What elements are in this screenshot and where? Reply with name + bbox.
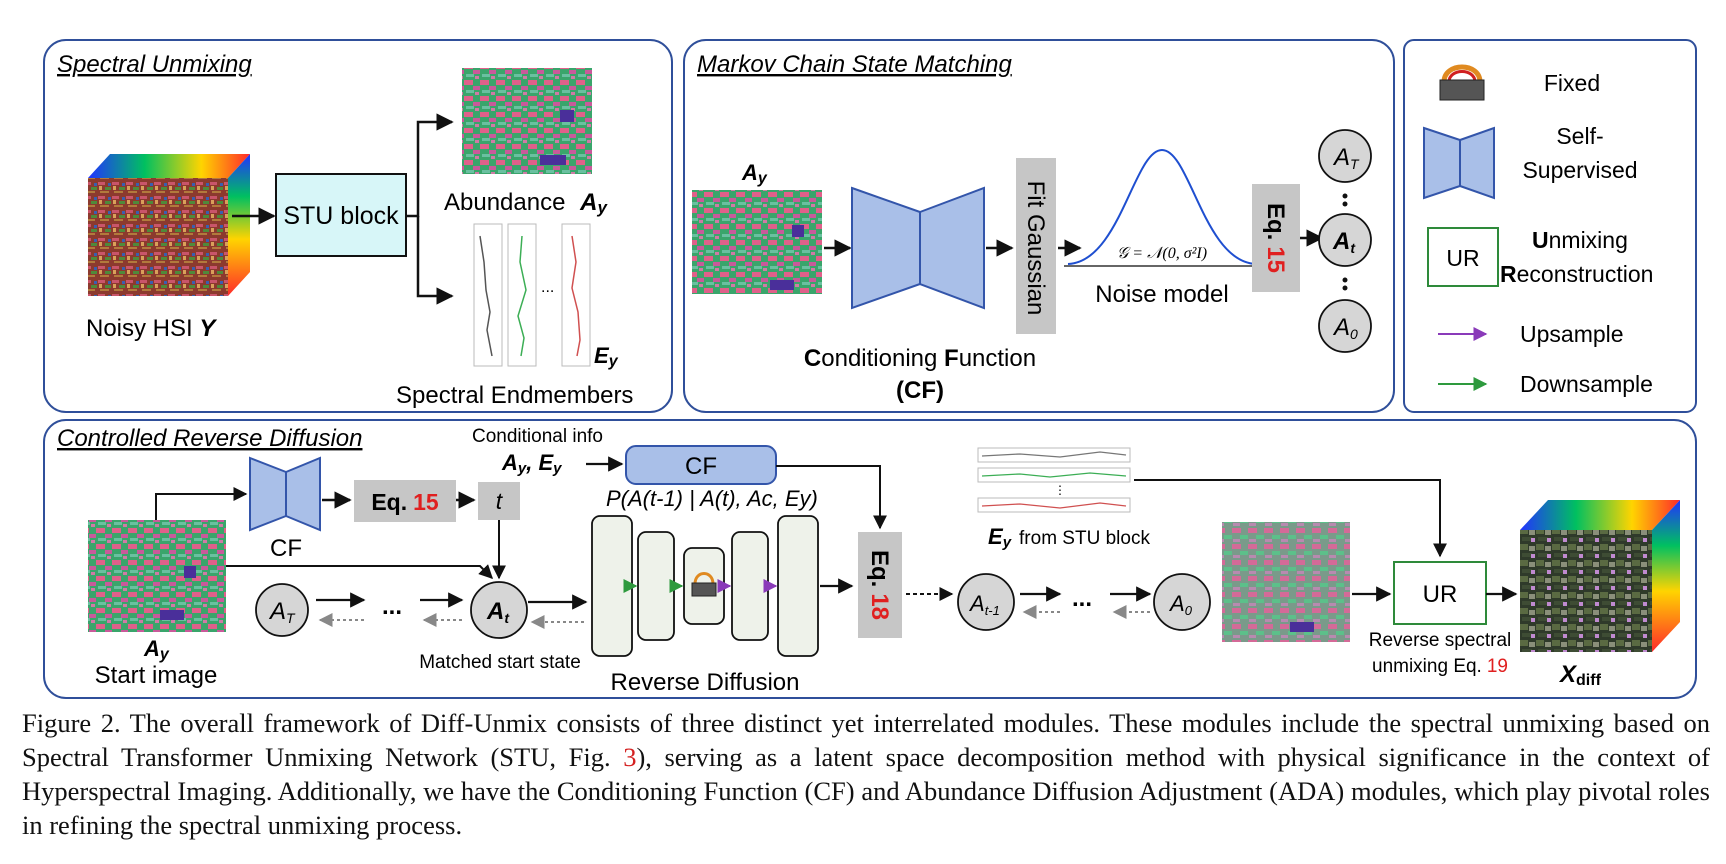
legend-self-2: Supervised bbox=[1522, 157, 1637, 183]
start-image-label: Start image bbox=[95, 662, 218, 689]
caption-figure-ref[interactable]: 3 bbox=[623, 742, 637, 772]
legend-ur-label: UR bbox=[1446, 245, 1479, 271]
crd-state-a-0-label: A0 bbox=[1168, 591, 1193, 618]
cf-title: Conditioning Function bbox=[804, 345, 1036, 372]
refined-abundance-map bbox=[1222, 522, 1350, 642]
spectral-unmixing-title: Spectral Unmixing bbox=[57, 51, 252, 78]
svg-text:Eq.18: Eq.18 bbox=[866, 550, 893, 620]
state-a-T-label: AT bbox=[1332, 144, 1360, 172]
unet-lock-icon bbox=[691, 572, 717, 597]
eq15-box-top bbox=[1252, 184, 1300, 292]
reverse-title: Controlled Reverse Diffusion bbox=[57, 425, 362, 452]
figure-caption: Figure 2. The overall framework of Diff-… bbox=[22, 706, 1710, 842]
cf-box-label: CF bbox=[685, 453, 717, 480]
mc-ay-label: Ay bbox=[741, 160, 768, 187]
endmember-dots: ... bbox=[541, 279, 554, 296]
eq15-label-top: Eq.15 bbox=[1262, 203, 1289, 273]
noise-model-label: Noise model bbox=[1095, 281, 1228, 308]
state-a-t-label: At bbox=[1332, 228, 1356, 256]
state-a-0-label: A0 bbox=[1332, 314, 1358, 342]
markov-panel bbox=[683, 39, 1395, 413]
caption-part-2: ), serving as a latent space decompositi… bbox=[22, 742, 1710, 840]
crd-state-a-T-label: AT bbox=[268, 598, 296, 626]
reverse-unmixing-label-1: Reverse spectral bbox=[1369, 630, 1512, 651]
fit-gaussian-box bbox=[1016, 158, 1056, 334]
ur-box-label: UR bbox=[1423, 581, 1458, 608]
legend-self-1: Self- bbox=[1556, 123, 1603, 149]
conditional-info-label: Conditional info bbox=[472, 426, 603, 447]
crd-chain-dots-1: ... bbox=[382, 593, 402, 620]
crd-chain-dots-2: ... bbox=[1072, 585, 1092, 612]
reverse-panel bbox=[43, 419, 1697, 699]
legend-fixed: Fixed bbox=[1544, 70, 1600, 96]
reverse-diffusion-unet bbox=[591, 515, 819, 657]
state-a-0 bbox=[1318, 299, 1372, 353]
stu-block-label: STU block bbox=[283, 202, 399, 230]
self-supervised-icon bbox=[1423, 126, 1461, 200]
legend-upsample: Upsample bbox=[1520, 321, 1624, 347]
fit-gaussian-label: Fit Gaussian bbox=[1022, 181, 1049, 316]
legend-downsample: Downsample bbox=[1520, 371, 1653, 397]
legend-ur-line1: Unmixing bbox=[1532, 227, 1628, 253]
spectral-endmembers-label: Spectral Endmembers bbox=[396, 382, 633, 409]
stu-block[interactable] bbox=[275, 173, 407, 257]
noise-formula: 𝒢 = 𝒩(0, σ²I) bbox=[1117, 245, 1207, 262]
ey-label: Ey bbox=[594, 343, 619, 370]
noisy-hsi-label: Noisy HSI Y bbox=[86, 315, 217, 342]
abundance-label: Abundance Ay bbox=[444, 189, 608, 217]
crd-state-a-t bbox=[470, 581, 528, 639]
crd-state-a-t-label: At bbox=[486, 598, 510, 626]
eq15-box-bottom bbox=[354, 480, 456, 522]
eq18-label: Eq.18 bbox=[866, 550, 893, 620]
legend-ur-line2: Reconstruction bbox=[1500, 261, 1653, 287]
framework-figure: Spectral Unmixing Noisy HSI Y STU block … bbox=[43, 39, 1697, 699]
start-ay-label: Ay bbox=[143, 636, 170, 663]
ur-box[interactable] bbox=[1393, 561, 1487, 625]
cf-network-icon bbox=[851, 186, 921, 310]
mc-abundance-map bbox=[692, 190, 822, 294]
crd-endmember-strips bbox=[977, 447, 1131, 513]
small-cf-icon bbox=[249, 456, 287, 532]
eq18-box bbox=[858, 532, 902, 638]
cf-abbr: (CF) bbox=[896, 377, 944, 404]
gaussian-curve bbox=[1067, 148, 1257, 265]
state-a-t bbox=[1318, 213, 1372, 267]
legend-panel bbox=[1403, 39, 1697, 413]
eq15-label-bottom: Eq.15 bbox=[371, 489, 439, 515]
reverse-diffusion-label: Reverse Diffusion bbox=[611, 669, 800, 696]
endmember-plots bbox=[473, 223, 591, 367]
t-box bbox=[478, 482, 520, 520]
xdiff-label: Xdiff bbox=[1558, 661, 1602, 689]
state-a-T bbox=[1318, 129, 1372, 183]
small-cf-label: CF bbox=[270, 535, 302, 562]
legend-ur-box bbox=[1427, 227, 1499, 287]
caption-part-1: Figure 2. The overall framework of Diff-… bbox=[22, 708, 1710, 772]
output-hsi-cube bbox=[1520, 500, 1680, 652]
markov-title: Markov Chain State Matching bbox=[697, 51, 1012, 78]
conditional-prob-label: P(A(t-1) | A(t), Ac, Ey) bbox=[606, 486, 818, 511]
crd-state-a-T bbox=[255, 583, 309, 637]
ay-ey-label: Ay, Ey bbox=[501, 450, 562, 477]
noisy-hsi-cube bbox=[88, 154, 250, 296]
crd-state-a-t-1-label: At-1 bbox=[968, 591, 1000, 618]
crd-state-a-0 bbox=[1153, 573, 1211, 631]
lock-icon bbox=[1439, 64, 1485, 101]
reverse-unmixing-label-2: unmixing Eq.19 bbox=[1372, 656, 1508, 677]
crd-strip-dots: ⋮ bbox=[1054, 483, 1066, 497]
crd-state-a-t-1 bbox=[957, 573, 1015, 631]
matched-start-state-label: Matched start state bbox=[419, 652, 581, 673]
start-image bbox=[88, 520, 226, 632]
svg-text:Eq.15: Eq.15 bbox=[1262, 203, 1289, 273]
t-label: t bbox=[496, 488, 504, 514]
spectral-unmixing-panel bbox=[43, 39, 673, 413]
